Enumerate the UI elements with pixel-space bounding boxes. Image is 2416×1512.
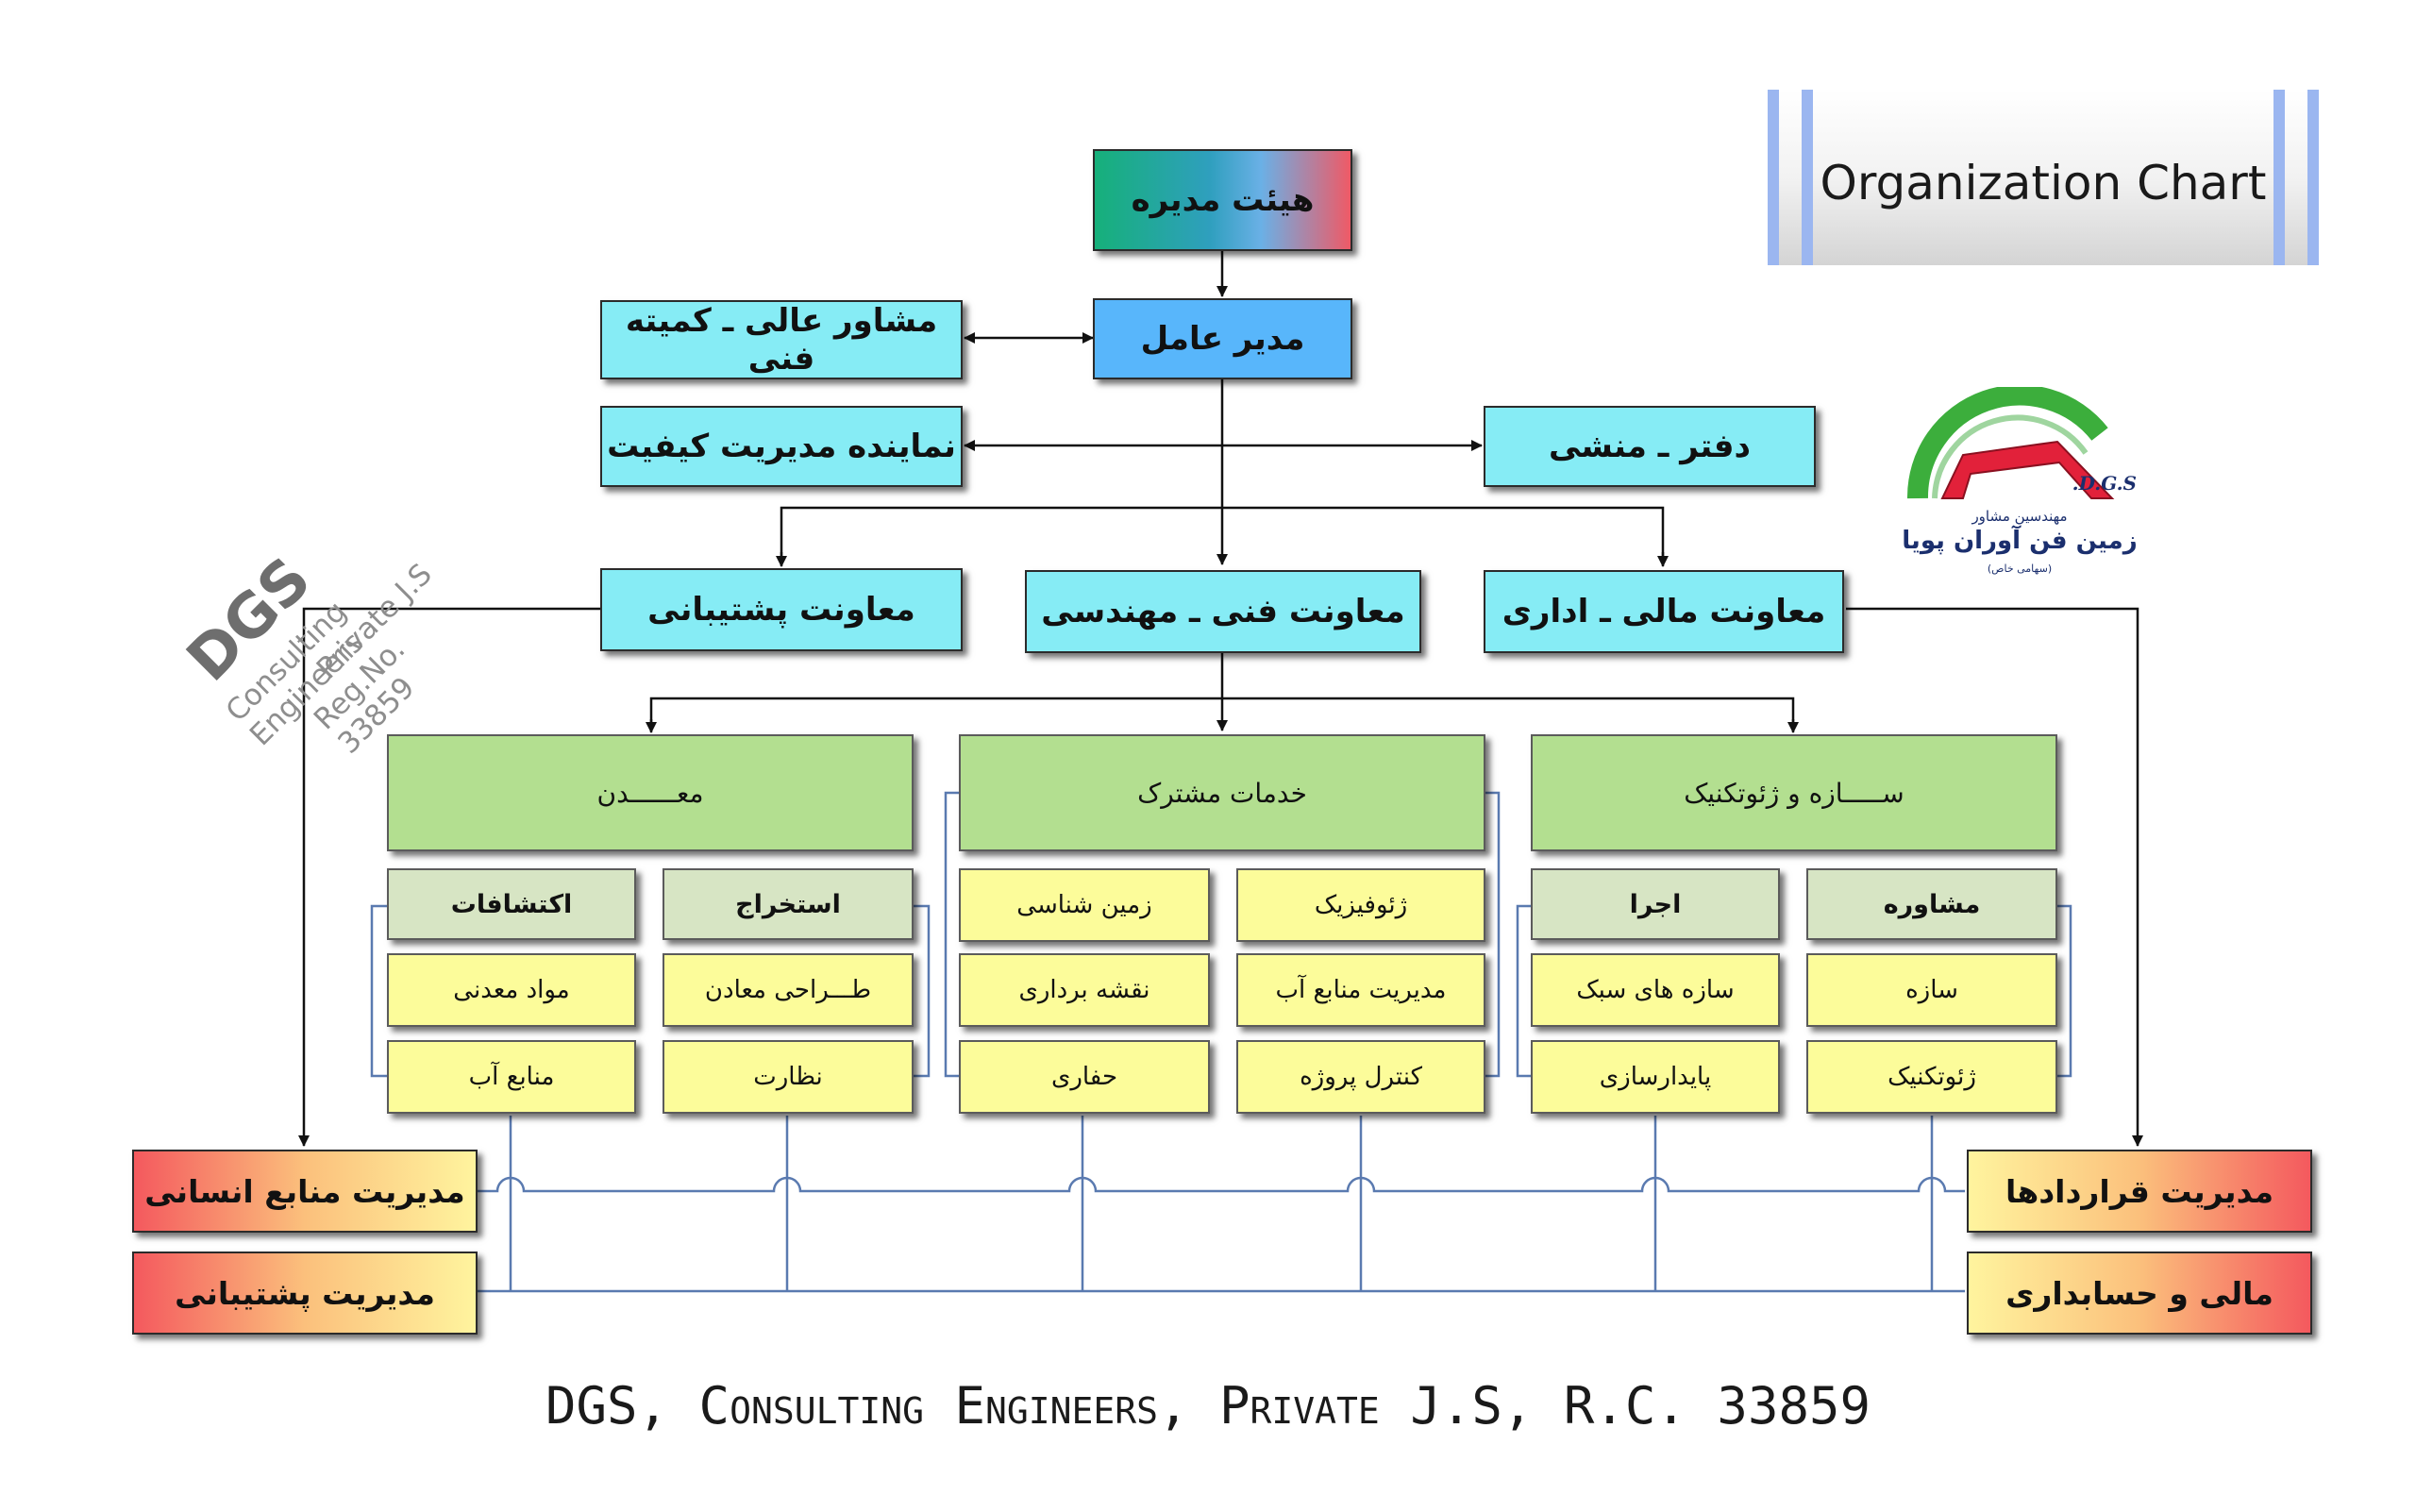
logo-line-2: زمین فن آوران پویا (1902, 527, 2138, 555)
mining-exploration-item: منابع آب (387, 1040, 636, 1114)
structure-execution-item: پایدارسازی (1531, 1040, 1780, 1114)
advisor-box: مشاور عالی ـ کمیته فنی (600, 300, 963, 379)
structure-consulting-head: مشاوره (1806, 868, 2057, 940)
title-bar-left-1 (1768, 90, 1779, 265)
quality-rep-box: نماینده مدیریت کیفیت (600, 406, 963, 487)
contracts-management-box: مدیریت قراردادها (1967, 1150, 2312, 1233)
logo-line-1: مهندسین مشاور (1971, 508, 2068, 525)
shared-right-item: مدیریت منابع آب (1236, 953, 1485, 1027)
globe-logo-icon (1906, 387, 2115, 499)
mining-extraction-head: استخراج (663, 868, 914, 940)
shared-right-item: ژئوفیزیک (1236, 868, 1485, 942)
line-deputy-bar (780, 506, 1665, 564)
deputy-finance-box: معاونت مالی ـ اداری (1484, 570, 1844, 653)
bus-upper (478, 1176, 1965, 1193)
board-of-directors-box: هیئت مدیره (1093, 149, 1352, 251)
structure-consulting-item: سازه (1806, 953, 2057, 1027)
mining-extraction-item: نظارت (663, 1040, 914, 1114)
division-shared-box: خدمات مشترک (959, 734, 1485, 851)
hr-management-box: مدیریت منابع انسانی (132, 1150, 478, 1233)
line-support-hr (298, 607, 600, 1147)
structure-consulting-item: ژئوتکنیک (1806, 1040, 2057, 1114)
title-bar-left-2 (1802, 90, 1813, 265)
logo-line-3: (سهامی خاص) (1987, 563, 2053, 575)
secretariat-box: دفتر ـ منشی (1484, 406, 1816, 487)
line-finance-contracts (1846, 607, 2143, 1147)
deputy-technical-box: معاونت فنی ـ مهندسی (1025, 570, 1421, 653)
shared-left-item: نقشه برداری (959, 953, 1210, 1027)
ceo-box: مدیر عامل (1093, 298, 1352, 379)
support-management-box: مدیریت پشتیبانی (132, 1252, 478, 1335)
company-logo: D.G.S. مهندسین مشاور زمین فن آوران پویا … (1897, 387, 2142, 585)
footer-company-line: DGS, Consulting Engineers, Private J.S, … (545, 1376, 1871, 1436)
title-bar-right-1 (2273, 90, 2285, 265)
chart-title: Organization Chart (1820, 156, 2267, 210)
shared-left-item: حفاری (959, 1040, 1210, 1114)
division-mining-box: معــــــدن (387, 734, 914, 851)
division-structure-box: ســـــازه و ژئوتکنیک (1531, 734, 2057, 851)
logo-letters: D.G.S. (2072, 472, 2137, 495)
title-panel: Organization Chart (1768, 90, 2319, 265)
mining-extraction-item: طـــراحی معادن (663, 953, 914, 1027)
mining-exploration-head: اکتشافات (387, 868, 636, 940)
deputy-support-box: معاونت پشتیبانی (600, 568, 963, 651)
shared-left-item: زمین شناسی (959, 868, 1210, 942)
shared-right-item: کنترل پروژه (1236, 1040, 1485, 1114)
structure-execution-head: اجرا (1531, 868, 1780, 940)
accounting-box: مالی و حسابداری (1967, 1252, 2312, 1335)
mining-exploration-item: مواد معدنی (387, 953, 636, 1027)
title-bar-right-2 (2307, 90, 2319, 265)
line-division-bar (649, 697, 1795, 731)
structure-execution-item: سازه های سبک (1531, 953, 1780, 1027)
